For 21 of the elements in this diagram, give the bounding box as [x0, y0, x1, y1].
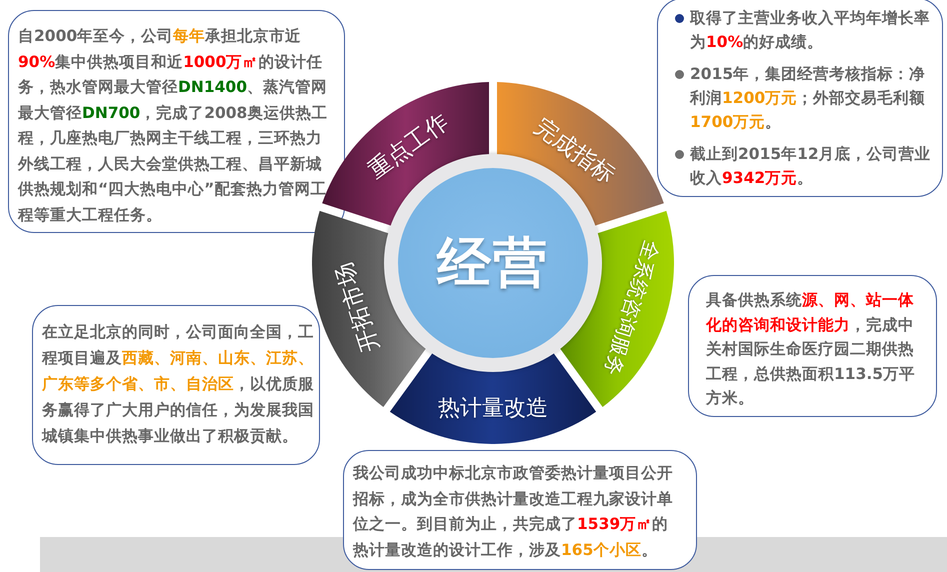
segment-label: 开拓市场: [332, 259, 384, 355]
ring-segment: [389, 352, 597, 444]
ring-segment: [559, 210, 674, 408]
ring-segment: [497, 82, 664, 226]
card-text: 在立足北京的同时，公司面向全国，工程项目遍及西藏、河南、山东、江苏、广东等多个省、市、自治区，以优质服务赢得了广大用户的信任，为发展我国城镇集中供热事业做出了积极贡献。: [42, 322, 315, 447]
info-card: [657, 0, 943, 197]
card-text: 截止到2015年12月底，公司营业收入9342万元。: [690, 144, 932, 189]
segment-label: 重点工作: [364, 110, 454, 185]
hub-label: 经营: [437, 236, 549, 290]
info-card: [688, 275, 937, 417]
ring-segment: [312, 210, 427, 408]
card-text: 取得了主营业务收入平均年增长率为10%的好成绩。: [690, 8, 931, 53]
segment-label: 热计量改造: [438, 396, 548, 422]
info-card: [32, 305, 320, 465]
card-text: 具备供热系统源、网、站一体化的咨询和设计能力，完成中关村国际生命医疗园二期供热工程，总供热面积113.5万平方米。: [706, 290, 916, 409]
segment-label: 全系统咨询服务: [600, 238, 663, 378]
info-card: [8, 10, 345, 233]
segment-label: 完成指标: [528, 114, 618, 190]
info-card: [343, 450, 697, 570]
card-text: 2015年，集团经营考核指标：净利润1200万元；外部交易毛利额1700万元。: [690, 64, 926, 133]
card-text: 自2000年至今，公司每年承担北京市近90%集中供热项目和近1000万㎡的设计任务，热水管网最大管径DN1400、蒸汽管网最大管径DN700，完成了2008奥运供热工程，几座热电厂热网主干线工程，三环热力外线工程，人民大会堂供热工程、昌平新城供热规划和“四大热电中心”配套热力管网工程等重大工程任务。: [18, 26, 328, 226]
